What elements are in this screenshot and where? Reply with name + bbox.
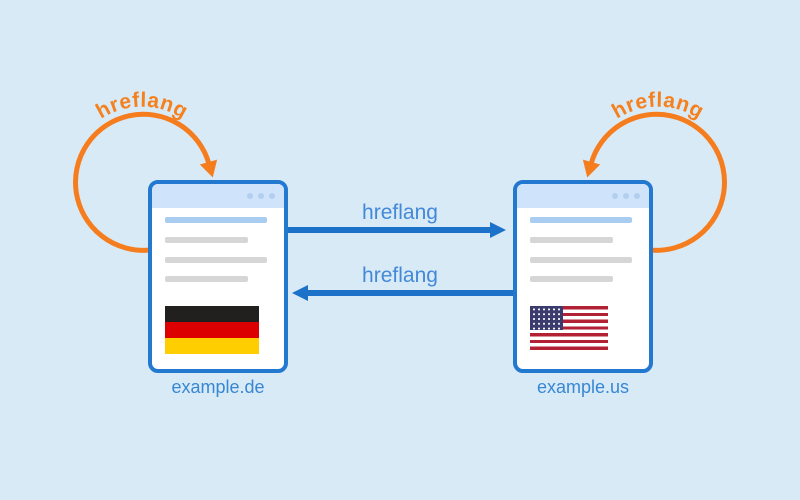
- german-flag-icon: [165, 306, 259, 354]
- window-dot: [269, 193, 275, 199]
- content-line-heading: [165, 217, 267, 223]
- cross-arrow-label-top: hreflang: [362, 201, 438, 224]
- window-dot: [623, 193, 629, 199]
- window-dot: [612, 193, 618, 199]
- us-flag-icon: [530, 306, 608, 350]
- browser-window-us: [513, 180, 653, 373]
- self-referencing-arrow-de: [73, 111, 218, 253]
- window-dot: [247, 193, 253, 199]
- browser-window-de: [148, 180, 288, 373]
- window-dot: [634, 193, 640, 199]
- self-arrow-label-us-text: hreflang: [608, 89, 707, 124]
- window-dot: [258, 193, 264, 199]
- self-arrow-label-de: hreflang: [92, 89, 192, 124]
- content-line: [530, 237, 613, 243]
- self-arrow-label-de-text: hreflang: [92, 89, 191, 124]
- self-referencing-arrow-us: [582, 111, 727, 253]
- content-line: [165, 257, 267, 263]
- content-line: [165, 276, 248, 282]
- content-line: [530, 257, 632, 263]
- domain-label-us: example.us: [536, 377, 630, 397]
- content-line: [530, 276, 613, 282]
- cross-arrow-label-bottom: hreflang: [362, 264, 438, 287]
- content-line-heading: [530, 217, 632, 223]
- window-controls-dots: [612, 193, 640, 199]
- window-titlebar: [152, 184, 284, 208]
- window-titlebar: [517, 184, 649, 208]
- self-arrow-label-us: hreflang: [608, 89, 708, 124]
- window-controls-dots: [247, 193, 275, 199]
- content-line: [165, 237, 248, 243]
- domain-label-de: example.de: [171, 377, 265, 397]
- us-flag-canton: [530, 306, 563, 330]
